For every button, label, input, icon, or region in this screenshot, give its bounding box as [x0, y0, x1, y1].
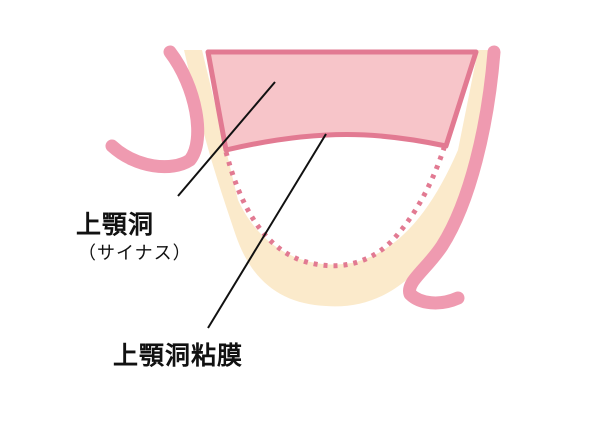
sinus-label: 上顎洞 [76, 210, 155, 239]
membrane-label: 上顎洞粘膜 [113, 341, 244, 370]
gum-right [403, 45, 501, 310]
maxillary-sinus [205, 49, 479, 153]
gum-left [105, 45, 205, 174]
sinus-leader-line [177, 81, 276, 197]
sinus-sublabel: （サイナス） [78, 243, 192, 264]
alveolar-bone [184, 50, 496, 307]
membrane-leader-line [207, 133, 327, 329]
